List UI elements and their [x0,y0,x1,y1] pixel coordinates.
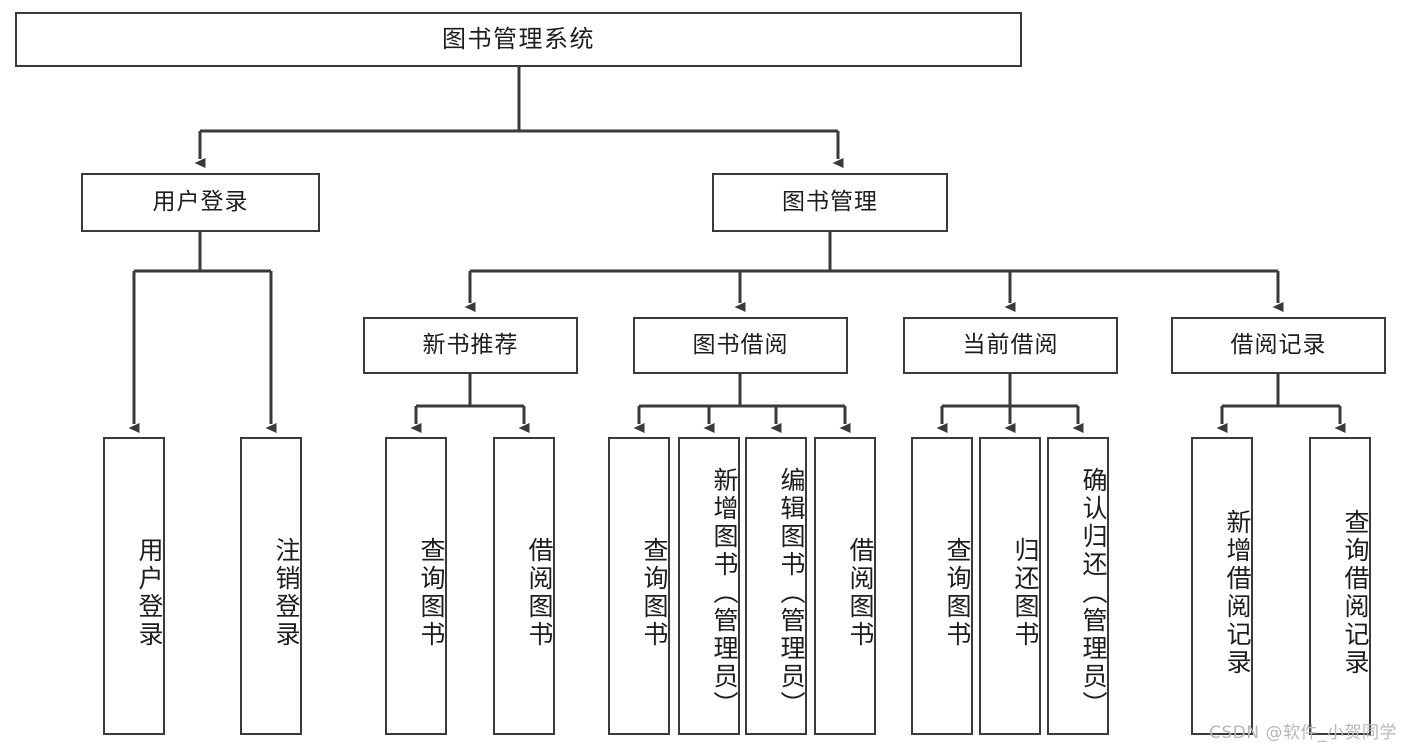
leaf-query-book-current[interactable]: 查询图书 [911,437,973,735]
leaf-label: 用户登录 [135,537,164,649]
leaf-query-borrow-record[interactable]: 查询借阅记录 [1309,437,1371,735]
leaf-borrow-book-recommend[interactable]: 借阅图书 [493,437,555,735]
leaf-label: 归还图书 [1011,537,1040,649]
node-borrow-records[interactable]: 借阅记录 [1171,317,1386,374]
node-current-borrow[interactable]: 当前借阅 [903,317,1118,374]
leaf-label: 注销登录 [272,537,301,649]
watermark-credit: CSDN @软件_小贺同学 [1209,723,1397,743]
leaf-edit-book-admin[interactable]: 编辑图书（管理员） [745,437,807,735]
leaf-return-book[interactable]: 归还图书 [979,437,1041,735]
leaf-logout[interactable]: 注销登录 [240,437,302,735]
node-user-login[interactable]: 用户登录 [81,173,320,232]
node-root-system[interactable]: 图书管理系统 [15,12,1022,67]
leaf-label: 查询图书 [417,537,446,649]
node-book-borrow[interactable]: 图书借阅 [633,317,848,374]
leaf-confirm-return-admin[interactable]: 确认归还（管理员） [1047,437,1109,735]
leaf-label: 编辑图书（管理员） [777,467,806,719]
node-book-management[interactable]: 图书管理 [712,173,948,232]
leaf-label: 查询图书 [943,537,972,649]
leaf-query-book-borrow[interactable]: 查询图书 [608,437,670,735]
node-new-book-recommend[interactable]: 新书推荐 [363,317,578,374]
leaf-add-book-admin[interactable]: 新增图书（管理员） [678,437,740,735]
leaf-label: 新增图书（管理员） [710,467,739,719]
leaf-label: 新增借阅记录 [1223,509,1252,677]
leaf-label: 查询图书 [640,537,669,649]
leaf-label: 借阅图书 [525,537,554,649]
leaf-borrow-book[interactable]: 借阅图书 [814,437,876,735]
leaf-label: 查询借阅记录 [1341,509,1370,677]
leaf-label: 确认归还（管理员） [1079,467,1108,719]
leaf-user-login[interactable]: 用户登录 [103,437,165,735]
leaf-label: 借阅图书 [846,537,875,649]
leaf-add-borrow-record[interactable]: 新增借阅记录 [1191,437,1253,735]
leaf-query-book-recommend[interactable]: 查询图书 [385,437,447,735]
